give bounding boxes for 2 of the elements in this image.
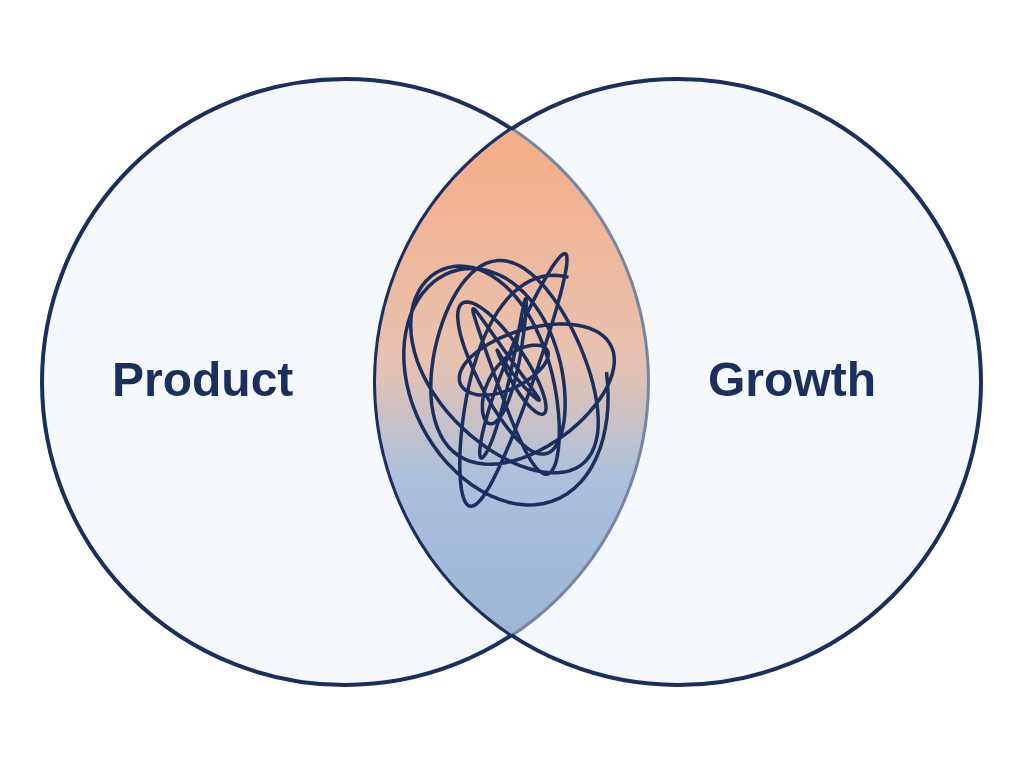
circle-label: Product [112,356,294,404]
circle-label: Growth [708,356,876,404]
